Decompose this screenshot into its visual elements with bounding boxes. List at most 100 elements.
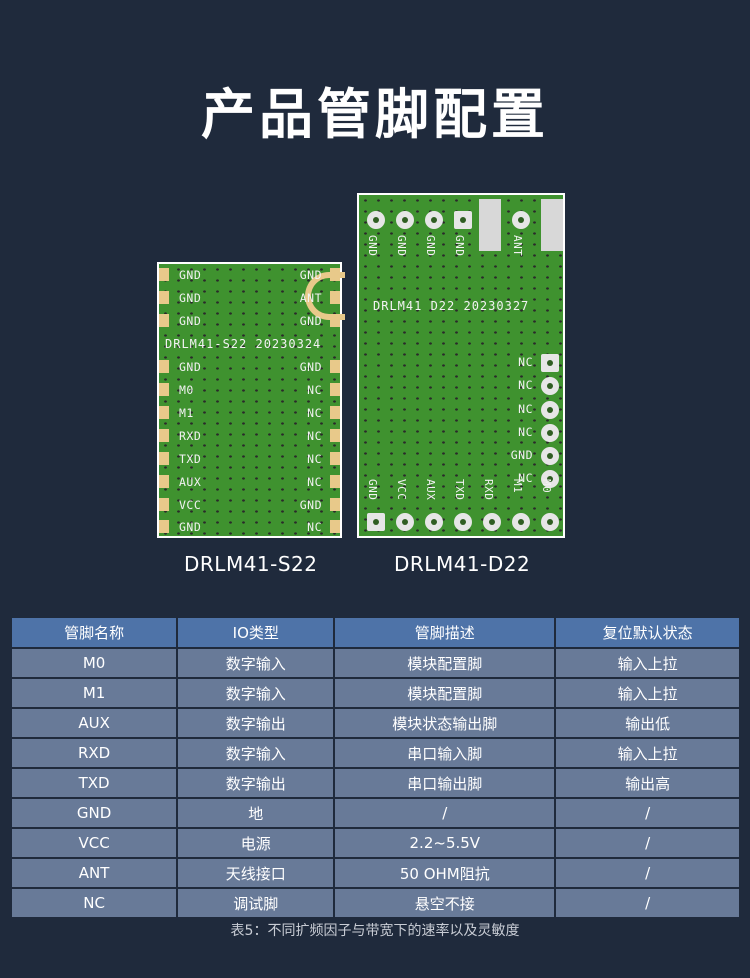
table-header: 管脚名称 [12,618,177,647]
board-silk-text: DRLM41 D22 20230327 [373,299,530,313]
pin-label: NC [307,383,322,397]
pin-label: RXD [179,429,202,443]
table-cell: 地 [178,799,334,827]
pin-label: GND [366,479,379,501]
table-caption: 表5：不同扩频因子与带宽下的速率以及灵敏度 [230,923,520,939]
pin-label: AUX [424,479,437,501]
table-cell: 串口输入脚 [335,739,555,767]
antenna-trace [305,272,345,320]
pin-label: GND [299,314,322,328]
pin-label: TXD [453,479,466,501]
pin-label: M1 [179,406,194,420]
table-cell: M1 [12,679,177,707]
table-cell: 输入上拉 [556,739,739,767]
pin-label: NC [518,378,533,392]
antenna-pad [541,199,563,251]
table-cell: GND [12,799,177,827]
pin-label: TXD [179,452,202,466]
table-cell: / [556,799,739,827]
pin-label: NC [307,406,322,420]
pin-label: NC [307,452,322,466]
pin-label: VCC [179,498,202,512]
pin-label: GND [179,291,202,305]
table-cell: 数字输出 [178,769,334,797]
table-cell: TXD [12,769,177,797]
pin-label: M1 [511,479,524,494]
table-header: 管脚描述 [335,618,555,647]
pin-label: GND [299,360,322,374]
table-cell: 输入上拉 [556,649,739,677]
table-cell: VCC [12,829,177,857]
table-cell: 输入上拉 [556,679,739,707]
table-cell: AUX [12,709,177,737]
pin-label: GND [299,268,322,282]
table-cell: 数字输入 [178,679,334,707]
pin-label: NC [518,402,533,416]
pin-label: NC [518,355,533,369]
table-cell: RXD [12,739,177,767]
table-cell: ANT [12,859,177,887]
pin-label: M0 [540,479,553,494]
table-cell: 数字输入 [178,649,334,677]
table-header: IO类型 [178,618,334,647]
table-cell: NC [12,889,177,917]
table-cell: 数字输出 [178,709,334,737]
table-cell: 悬空不接 [335,889,555,917]
table-header-row: 管脚名称 IO类型 管脚描述 复位默认状态 [12,618,739,647]
table-cell: 电源 [178,829,334,857]
pin-label: M0 [179,383,194,397]
pin-label: GND [366,235,379,257]
table-cell: 调试脚 [178,889,334,917]
pin-label: GND [179,268,202,282]
table-header: 复位默认状态 [556,618,739,647]
pin-label: GND [179,314,202,328]
pin-label: GND [395,235,408,257]
pin-label: VCC [395,479,408,501]
antenna-pad [479,199,501,251]
table-cell: 天线接口 [178,859,334,887]
table-cell: 数字输入 [178,739,334,767]
pin-label: GND [179,360,202,374]
board-silk-text: DRLM41-S22 20230324 [165,337,322,351]
pin-label: GND [510,448,533,462]
pin-label: NC [307,429,322,443]
board-d22-label: DRLM41-D22 [394,552,531,576]
pin-label: RXD [482,479,495,501]
module-board-s22: DRLM41-S22 20230324 GND GND GND GND M0 M… [157,262,345,538]
module-board-d22: DRLM41 D22 20230327 GND GND GND GND ANT … [357,193,565,538]
table-cell: 2.2~5.5V [335,829,555,857]
pin-label: GND [179,520,202,534]
pin-label: NC [307,520,322,534]
pin-label: ANT [299,291,322,305]
pin-label: GND [453,235,466,257]
table-cell: 模块状态输出脚 [335,709,555,737]
table-cell: 串口输出脚 [335,769,555,797]
table-cell: 模块配置脚 [335,649,555,677]
page-title: 产品管脚配置 [201,83,549,146]
table-cell: / [556,829,739,857]
table-cell: / [556,889,739,917]
pin-label: AUX [179,475,202,489]
pin-label: NC [518,471,533,485]
table-cell: / [556,859,739,887]
table-cell: 模块配置脚 [335,679,555,707]
table-cell: 50 OHM阻抗 [335,859,555,887]
pin-label: NC [307,475,322,489]
pin-label: NC [518,425,533,439]
table-cell: 输出高 [556,769,739,797]
board-s22-label: DRLM41-S22 [184,552,318,576]
table-cell: 输出低 [556,709,739,737]
pin-label: GND [424,235,437,257]
table-cell: / [335,799,555,827]
pin-label: ANT [511,235,524,257]
